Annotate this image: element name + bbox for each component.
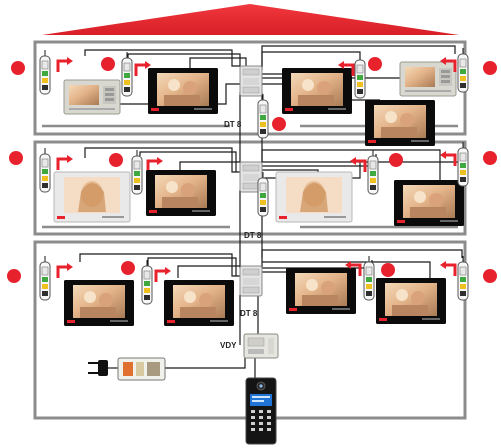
video-monitor-icon xyxy=(53,171,131,223)
power-plug-icon xyxy=(88,360,108,376)
arrow-icon xyxy=(348,155,367,174)
call-button-icon xyxy=(257,171,269,217)
call-button-icon xyxy=(457,141,469,187)
call-button-icon xyxy=(363,255,375,301)
indicator-dot xyxy=(483,61,497,75)
call-button-icon xyxy=(39,49,51,95)
video-monitor-icon xyxy=(64,280,134,326)
video-monitor-icon xyxy=(376,278,446,324)
indicator-dot xyxy=(381,263,395,277)
distributor-icon xyxy=(239,265,263,297)
distributor-icon xyxy=(239,65,263,97)
video-monitor-icon xyxy=(282,68,352,114)
indicator-dot xyxy=(483,151,497,165)
power-adapter-icon xyxy=(117,357,166,381)
video-monitor-icon xyxy=(286,268,356,314)
distributor-label: DT 8 xyxy=(224,120,242,129)
arrow-icon xyxy=(56,55,75,74)
call-button-icon xyxy=(39,255,51,301)
roof xyxy=(42,4,459,35)
indicator-dot xyxy=(272,117,286,131)
indicator-dot xyxy=(101,57,115,71)
power-supply-icon xyxy=(243,333,279,359)
distributor-label: DT 8 xyxy=(240,309,258,318)
arrow-icon xyxy=(438,149,457,168)
video-monitor-icon xyxy=(399,61,457,97)
call-button-icon xyxy=(39,147,51,193)
indicator-dot xyxy=(11,61,25,75)
arrow-icon xyxy=(438,259,457,278)
call-button-icon xyxy=(457,255,469,301)
indicator-dot xyxy=(483,269,497,283)
indicator-dot xyxy=(9,151,23,165)
video-monitor-icon xyxy=(275,171,353,223)
video-monitor-icon xyxy=(164,280,234,326)
call-button-icon xyxy=(121,51,133,97)
indicator-dot xyxy=(7,269,21,283)
arrow-icon xyxy=(154,265,173,284)
call-button-icon xyxy=(354,53,366,99)
indicator-dot xyxy=(109,153,123,167)
arrow-icon xyxy=(146,155,165,174)
indicator-dot xyxy=(368,57,382,71)
call-button-icon xyxy=(141,259,153,305)
video-monitor-icon xyxy=(394,180,464,226)
floor-middle-frame xyxy=(33,140,467,236)
call-button-icon xyxy=(367,149,379,195)
video-monitor-icon xyxy=(365,100,435,146)
video-monitor-icon xyxy=(63,79,121,115)
call-button-icon xyxy=(257,93,269,139)
video-monitor-icon xyxy=(148,68,218,114)
power-unit-label: VDY xyxy=(220,341,237,350)
indicator-dot xyxy=(389,153,403,167)
outdoor-door-panel-icon xyxy=(245,377,277,445)
arrow-icon xyxy=(56,261,75,280)
call-button-icon xyxy=(131,149,143,195)
distributor-label: DT 8 xyxy=(244,231,262,240)
indicator-dot xyxy=(121,261,135,275)
video-monitor-icon xyxy=(146,170,216,216)
arrow-icon xyxy=(56,153,75,172)
call-button-icon xyxy=(457,47,469,93)
